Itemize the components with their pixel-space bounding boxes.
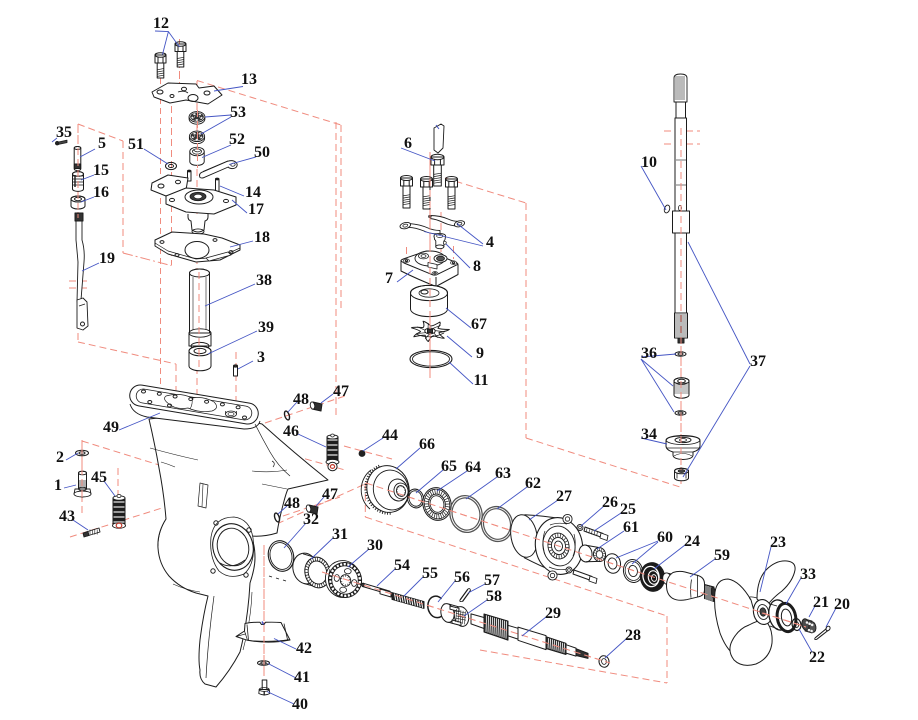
svg-text:31: 31 [332, 526, 348, 543]
svg-text:37: 37 [750, 353, 766, 370]
svg-text:18: 18 [254, 229, 270, 246]
svg-text:44: 44 [382, 427, 398, 444]
svg-text:30: 30 [367, 537, 383, 554]
svg-text:28: 28 [625, 627, 641, 644]
svg-text:64: 64 [465, 459, 481, 476]
svg-text:38: 38 [256, 272, 272, 289]
svg-text:58: 58 [486, 588, 502, 605]
svg-text:11: 11 [473, 372, 488, 389]
svg-text:43: 43 [59, 508, 75, 525]
svg-text:15: 15 [93, 162, 109, 179]
svg-text:54: 54 [394, 557, 410, 574]
svg-text:56: 56 [454, 569, 470, 586]
svg-text:4: 4 [486, 234, 494, 251]
svg-text:32: 32 [303, 511, 319, 528]
svg-text:24: 24 [684, 533, 700, 550]
svg-text:57: 57 [484, 572, 500, 589]
svg-text:9: 9 [476, 345, 484, 362]
svg-text:59: 59 [714, 547, 730, 564]
svg-text:66: 66 [419, 436, 435, 453]
svg-text:46: 46 [283, 423, 299, 440]
svg-text:62: 62 [525, 475, 541, 492]
svg-text:20: 20 [834, 596, 850, 613]
svg-text:47: 47 [333, 383, 349, 400]
svg-text:51: 51 [128, 136, 144, 153]
svg-text:52: 52 [229, 131, 245, 148]
svg-text:1: 1 [54, 477, 62, 494]
svg-text:6: 6 [404, 135, 412, 152]
svg-text:49: 49 [103, 419, 119, 436]
svg-text:42: 42 [296, 640, 312, 657]
svg-text:61: 61 [623, 519, 639, 536]
svg-text:13: 13 [241, 71, 257, 88]
svg-text:65: 65 [441, 458, 457, 475]
svg-text:53: 53 [230, 104, 246, 121]
svg-text:7: 7 [385, 270, 393, 287]
svg-text:48: 48 [284, 495, 300, 512]
svg-text:12: 12 [153, 15, 169, 32]
svg-text:29: 29 [545, 605, 561, 622]
svg-text:48: 48 [293, 391, 309, 408]
svg-text:39: 39 [258, 319, 274, 336]
svg-text:26: 26 [602, 494, 618, 511]
svg-text:16: 16 [93, 184, 109, 201]
svg-text:14: 14 [245, 184, 261, 201]
svg-text:40: 40 [292, 696, 308, 713]
svg-text:27: 27 [556, 488, 572, 505]
svg-text:2: 2 [56, 449, 64, 466]
svg-text:19: 19 [99, 250, 115, 267]
svg-text:47: 47 [322, 486, 338, 503]
svg-text:34: 34 [641, 426, 657, 443]
svg-text:45: 45 [91, 469, 107, 486]
svg-text:63: 63 [495, 465, 511, 482]
svg-text:5: 5 [98, 135, 106, 152]
svg-text:8: 8 [473, 258, 481, 275]
svg-text:23: 23 [770, 534, 786, 551]
svg-text:10: 10 [641, 154, 657, 171]
svg-text:33: 33 [800, 566, 816, 583]
svg-text:50: 50 [254, 144, 270, 161]
svg-text:25: 25 [620, 501, 636, 518]
svg-text:60: 60 [657, 529, 673, 546]
svg-text:17: 17 [248, 201, 264, 218]
svg-text:41: 41 [294, 669, 310, 686]
svg-text:3: 3 [257, 349, 265, 366]
svg-text:22: 22 [809, 649, 825, 666]
svg-text:67: 67 [471, 316, 487, 333]
svg-text:21: 21 [813, 594, 829, 611]
svg-text:35: 35 [56, 124, 72, 141]
svg-text:55: 55 [422, 565, 438, 582]
svg-text:36: 36 [641, 345, 657, 362]
